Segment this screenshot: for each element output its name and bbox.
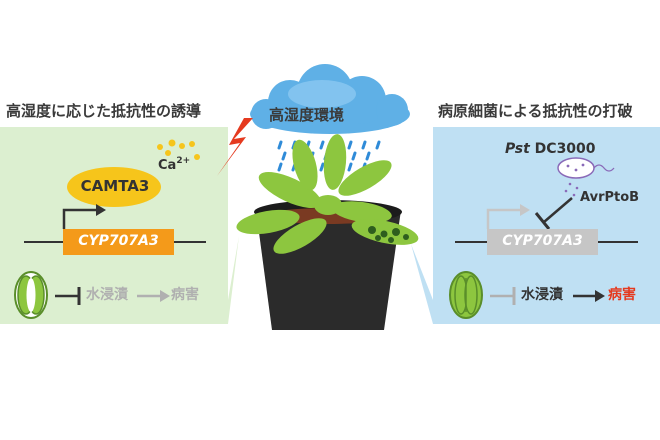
disease-lesions [368,226,409,243]
cloud-icon [250,64,410,134]
avrptob-inhibit-bar [534,212,551,230]
calcium-ions [157,139,200,160]
right-stoma-icon [449,271,483,319]
right-water-soaking-label: 水浸漬 [521,287,563,303]
avrptob-inhibit-line [543,197,573,223]
camta3-protein-shape [67,167,161,207]
calcium-label: Ca2+ [158,156,191,173]
pathogen-label: Pst DC3000 [505,141,596,157]
right-panel-heading: 病原細菌による抵抗性の打破 [438,102,633,120]
effector-label: AvrPtoB [580,190,640,205]
calcium-symbol: Ca [158,158,177,173]
right-gene-box [487,229,598,255]
left-gene-label: CYP707A3 [78,233,159,249]
plant-rosette [236,134,419,254]
pathogen-species: Pst [505,141,530,157]
right-promoter-arrow [486,208,520,229]
right-arrowhead [595,290,605,302]
left-gene-box [63,229,174,255]
right-zoom-wedge [411,244,433,324]
left-disease-label: 病害 [171,287,199,303]
pathogen-strain: DC3000 [534,141,596,157]
right-promoter-arrowhead [520,204,530,216]
calcium-charge: 2+ [176,156,191,166]
left-promoter-arrowhead [96,204,106,216]
left-water-soaking-label: 水浸漬 [86,287,128,303]
left-arrowhead [160,290,170,302]
left-zoom-wedge [228,236,239,324]
bacterium-icon [557,157,615,197]
left-promoter-arrow [62,208,96,229]
left-panel-heading: 高湿度に応じた抵抗性の誘導 [6,102,202,120]
environment-heading: 高湿度環境 [269,106,345,124]
left-stoma-icon [14,271,48,319]
camta3-label: CAMTA3 [80,177,150,195]
right-disease-label: 病害 [608,287,636,303]
right-gene-label: CYP707A3 [502,233,583,249]
